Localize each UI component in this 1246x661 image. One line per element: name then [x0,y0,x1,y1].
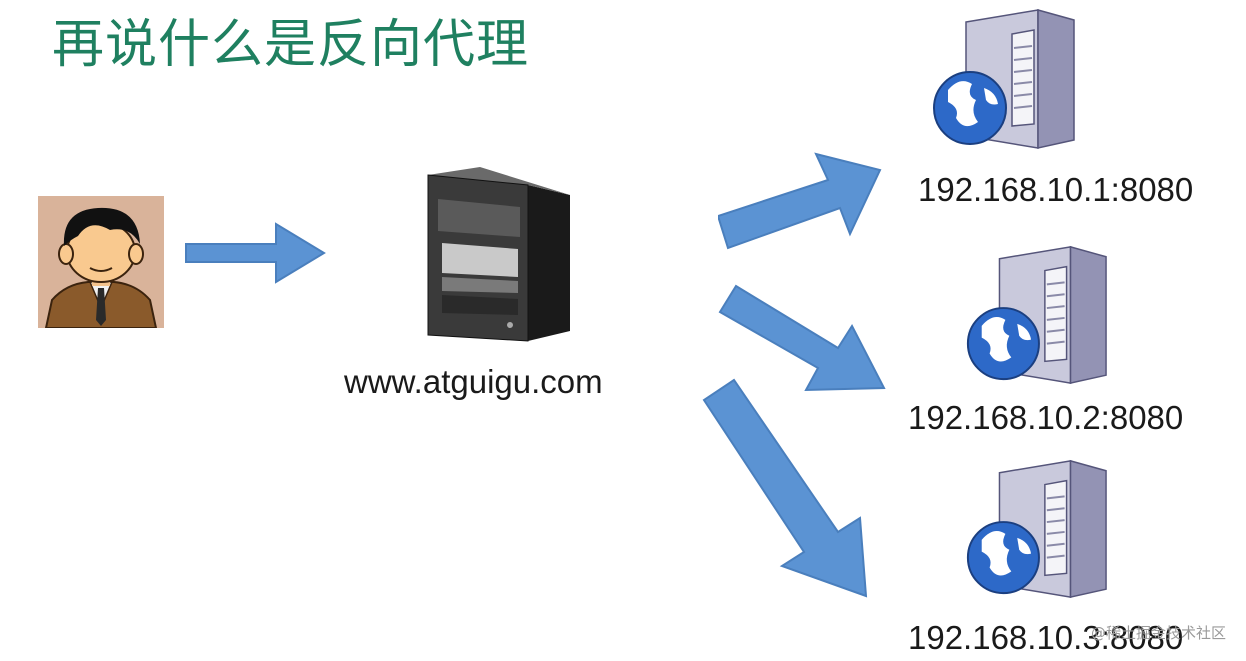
proxy-to-server-2-arrow [718,284,886,392]
server-address-1: 192.168.10.1:8080 [918,171,1194,208]
page-title: 再说什么是反向代理 [52,15,530,75]
web-server-icon [933,9,1075,149]
proxy-to-server-1-arrow [718,152,882,250]
proxy-domain-label: www.atguigu.com [344,363,603,400]
client-to-proxy-arrow [185,222,326,284]
proxy-to-server-3-arrow [702,378,868,598]
watermark: @稀土掘金技术社区 [1090,624,1226,642]
web-server-icon [966,245,1107,384]
proxy-server-icon [427,167,570,342]
user-icon [38,196,164,328]
server-address-3: 192.168.10.3:8080 [908,619,1184,656]
web-server-icon [966,459,1107,598]
server-address-2: 192.168.10.2:8080 [908,399,1184,436]
